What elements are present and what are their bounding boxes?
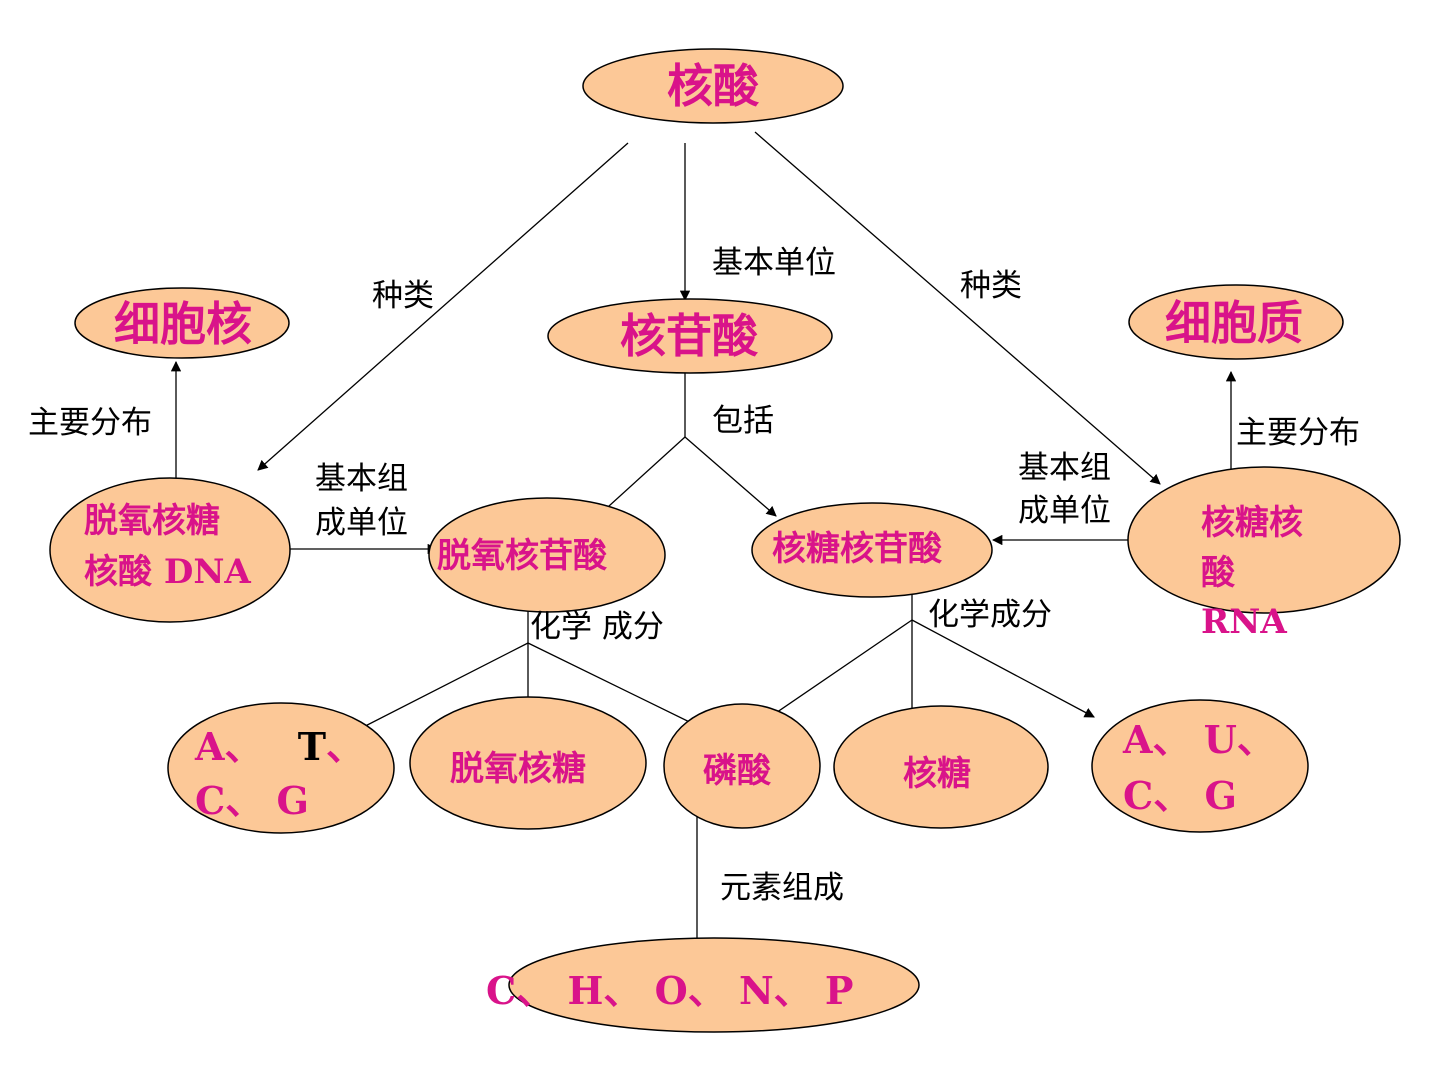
edge-label-chemical-right: 化学成分 [928, 597, 1052, 633]
node-nucleus-shape [74, 287, 290, 359]
edge-label-component-right-1: 基本组 [1018, 450, 1111, 486]
node-deoxyribose-shape [409, 696, 647, 830]
node-deoxy-nucleotide: 脱氧核苷酸 [437, 536, 607, 576]
node-phosphate-shape [663, 703, 821, 829]
node-nucleic-acid-shape [582, 48, 844, 124]
node-rna-bases-shape [1091, 699, 1309, 833]
node-elements: C、 H、 O、 N、 P [486, 968, 854, 1013]
node-dna-shape [49, 477, 291, 623]
node-ribo-nucleotide-shape [751, 502, 993, 598]
node-rna-bases-line2: C、 G [1123, 773, 1237, 818]
edge-ribo-to-bases [911, 619, 1095, 718]
node-dna-bases-line2: C、 G [195, 778, 309, 823]
dna-base-t: T [297, 724, 326, 769]
edge-label-chemical-left: 化学 成分 [530, 609, 664, 645]
node-dna-line1: 脱氧核糖 [84, 501, 220, 541]
edge-label-kind-left: 种类 [372, 278, 434, 314]
node-deoxy-nucleotide-shape [428, 497, 666, 613]
node-dna-line2: 核酸 DNA [84, 552, 251, 592]
node-nucleic-acid: 核酸 [667, 59, 759, 113]
node-cytoplasm-shape [1128, 284, 1344, 360]
dna-base-sep: 、 [326, 724, 365, 769]
node-deoxyribose: 脱氧核糖 [450, 749, 586, 789]
edge-nucleic-to-dna [257, 142, 629, 471]
edges [170, 131, 1237, 948]
edge-deoxy-to-phosphate [527, 642, 713, 734]
edge-nucleic-to-rna [754, 131, 1161, 485]
node-nucleotide-shape [547, 298, 833, 374]
edge-nucleotide-to-ribo [684, 436, 777, 517]
edge-nucleotide-to-deoxy [597, 436, 686, 517]
edge-label-distribution-left: 主要分布 [28, 405, 152, 441]
edge-label-includes: 包括 [712, 403, 774, 439]
edge-label-component-left-2: 成单位 [315, 505, 408, 541]
node-nucleotide: 核苷酸 [620, 309, 758, 363]
node-ribose: 核糖 [903, 754, 971, 794]
edge-label-kind-right: 种类 [960, 268, 1022, 304]
edge-label-component-right-2: 成单位 [1018, 493, 1111, 529]
node-cytoplasm: 细胞质 [1165, 296, 1303, 350]
node-dna-bases-line1: A、 T、 [195, 728, 364, 766]
node-ribose-shape [833, 705, 1049, 829]
node-elements-shape [508, 937, 920, 1033]
node-nucleus: 细胞核 [114, 297, 252, 351]
node-rna-shape [1127, 466, 1401, 614]
edge-label-element-composition: 元素组成 [720, 870, 844, 906]
node-ribo-nucleotide: 核糖核苷酸 [772, 529, 942, 569]
node-dna-bases-shape [167, 702, 395, 834]
dna-base-a: A、 [195, 724, 263, 769]
node-rna-line3: RNA [1201, 602, 1287, 642]
node-phosphate: 磷酸 [703, 751, 771, 791]
edge-label-distribution-right: 主要分布 [1236, 415, 1360, 451]
node-shapes [49, 48, 1401, 1033]
edge-label-basic-unit: 基本单位 [712, 245, 836, 281]
node-rna-bases-line1: A、 U、 [1123, 717, 1275, 762]
node-rna-line1: 核糖核 [1201, 503, 1303, 543]
node-rna-line2: 酸 [1201, 553, 1235, 593]
edge-label-component-left-1: 基本组 [315, 461, 408, 497]
